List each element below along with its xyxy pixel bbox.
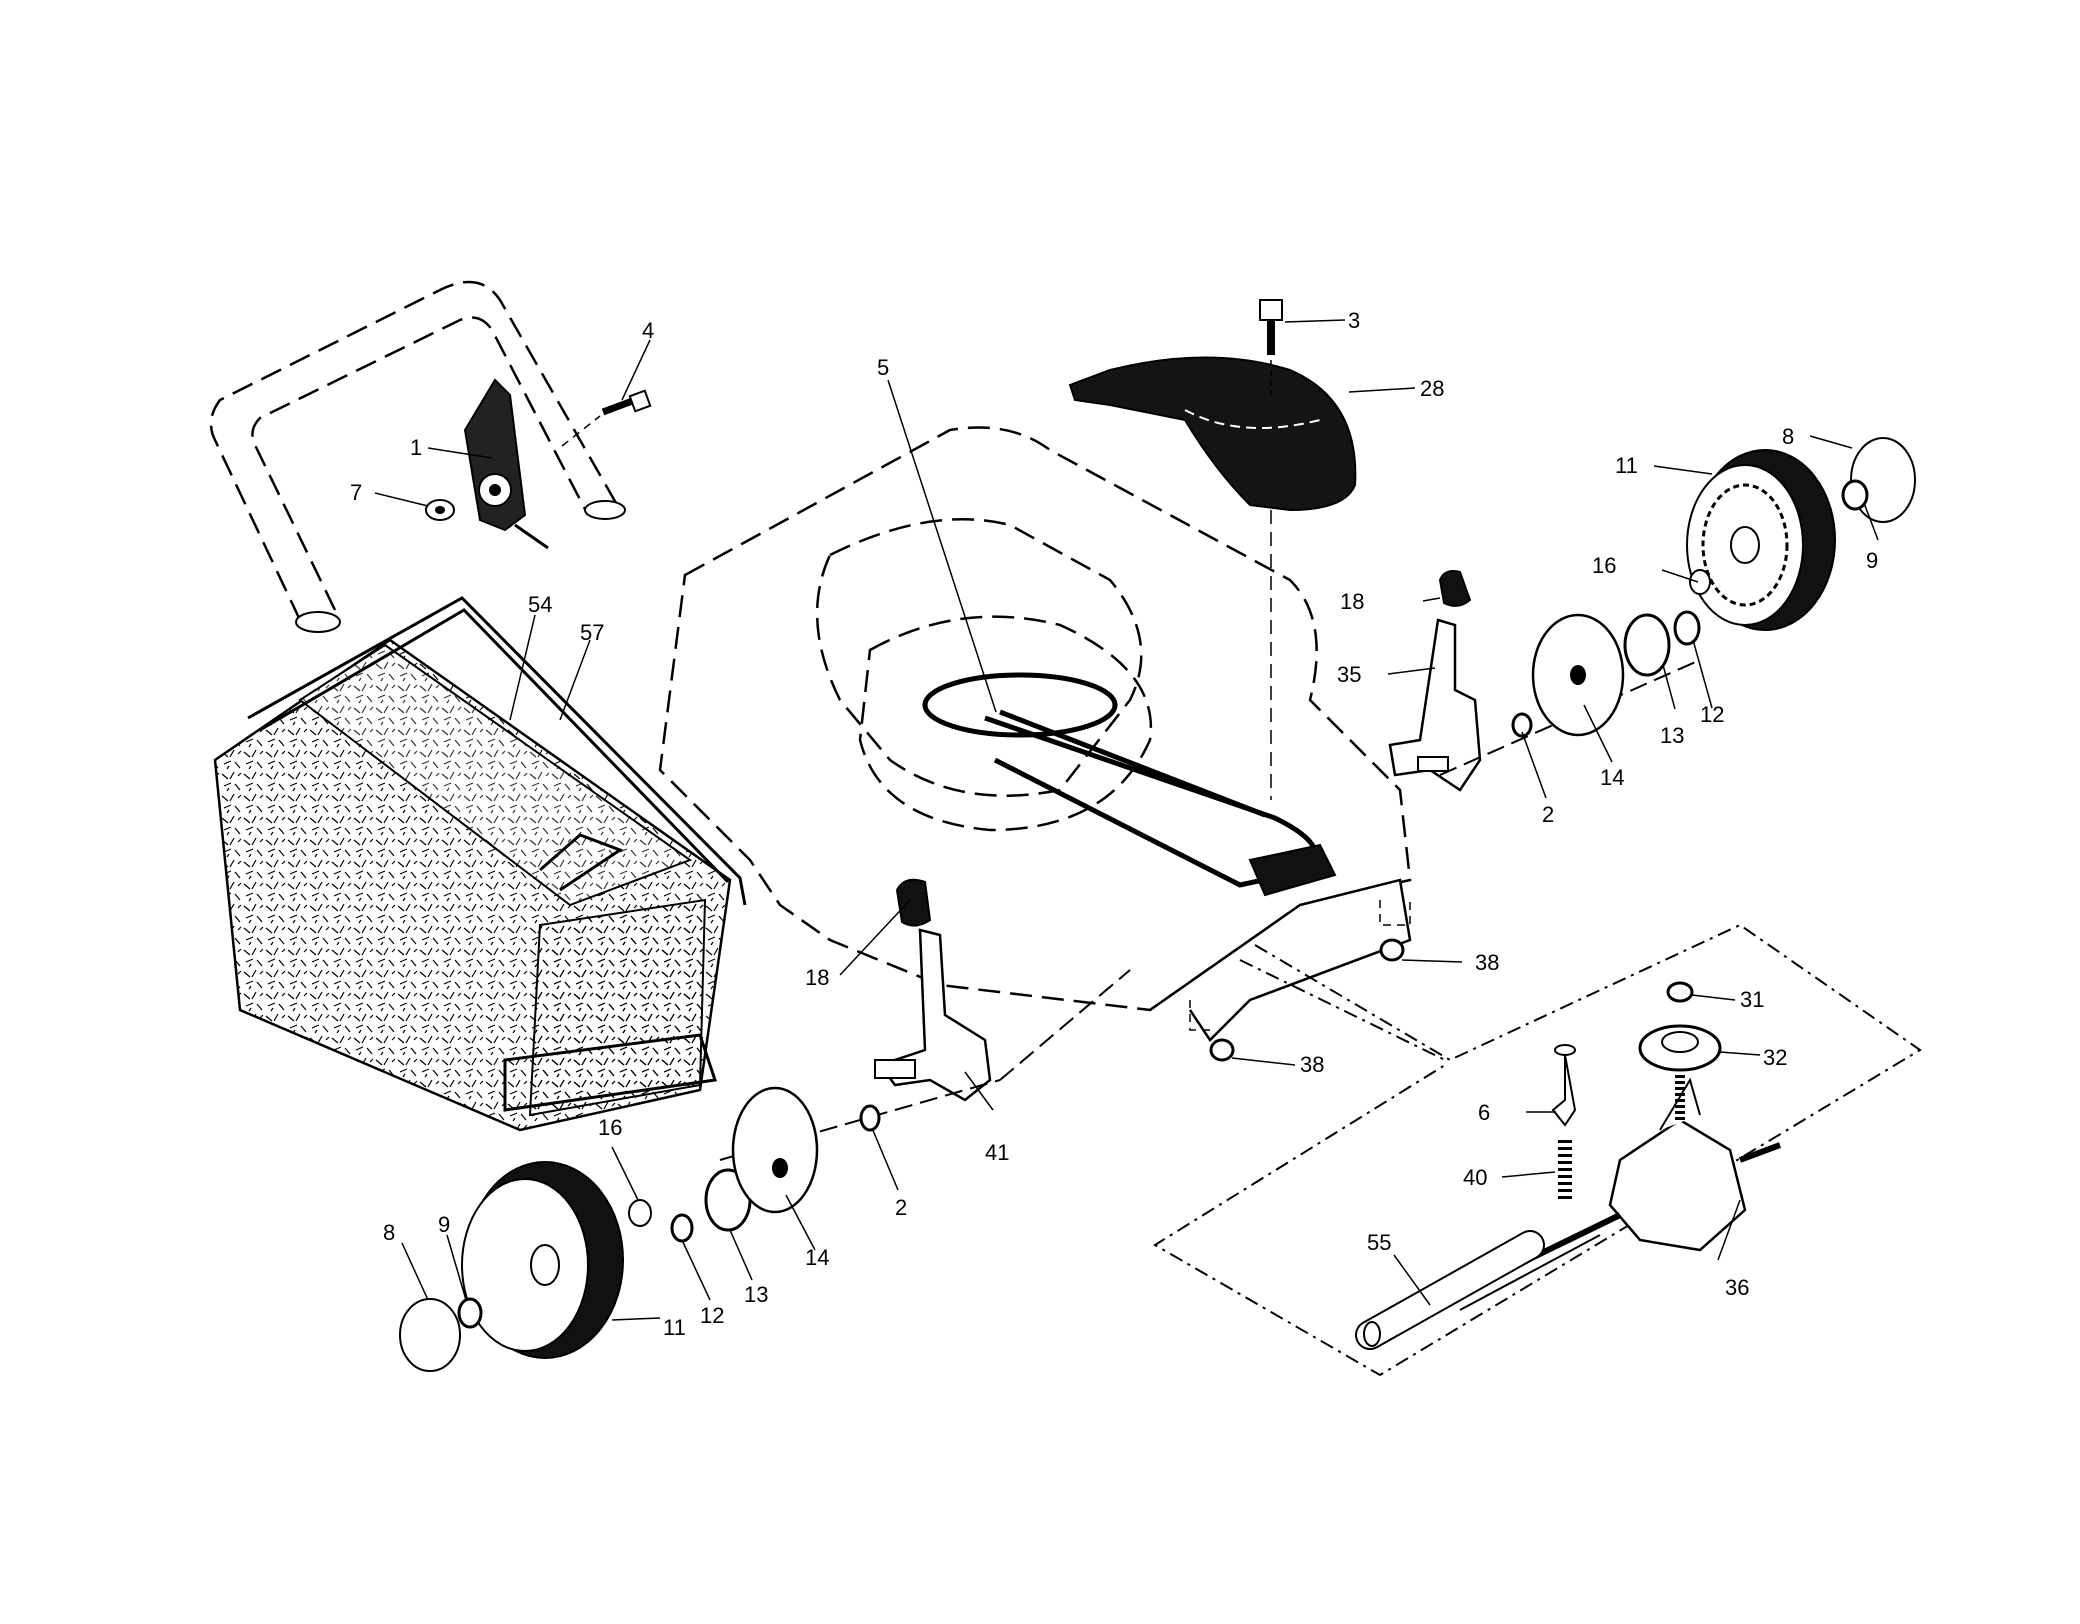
nut-38-upper [1379,938,1405,962]
nut-7 [425,499,455,521]
callout-8: 8 [383,1220,395,1245]
axle-lines [719,659,1701,1161]
pin-6 [1551,1044,1577,1127]
hub-cap-right [1850,437,1916,523]
callout-57: 57 [580,620,604,645]
height-adjuster-left [874,878,992,1102]
washer-16-left [628,1199,652,1227]
callout-36: 36 [1725,1275,1749,1300]
leader-lines [374,319,1879,1321]
nut-38-lower [1209,1038,1235,1062]
callout-18: 18 [1340,589,1364,614]
tube-55 [1355,1230,1545,1350]
washer-12-left [670,1213,694,1243]
callout-38: 38 [1300,1052,1324,1077]
bolt-3 [1259,299,1283,800]
pulley-32 [1638,1024,1722,1072]
grass-bag-frame [247,596,747,1112]
grass-bag [213,638,732,1132]
callout-12: 12 [700,1303,724,1328]
callout-11: 11 [1615,453,1638,478]
callout-1: 1 [410,435,422,460]
callout-55: 55 [1367,1230,1391,1255]
nut-38-guides [1189,900,1411,1031]
washer-2-right [1511,712,1533,738]
callout-2: 2 [895,1195,907,1220]
nut-31 [1666,981,1694,1003]
callout-14: 14 [1600,765,1624,790]
callout-14: 14 [805,1245,829,1270]
handle-outline [209,280,622,621]
callout-labels: 1 2 2 3 4 5 6 7 8 8 9 9 11 11 12 12 13 1… [350,308,1878,1340]
callout-31: 31 [1740,987,1764,1012]
callout-13: 13 [744,1282,768,1307]
callout-3: 3 [1348,308,1360,333]
callout-18: 18 [805,965,829,990]
dust-cover-14-left [731,1086,819,1214]
bolt-4 [561,389,652,447]
callout-5: 5 [877,355,889,380]
washer-2-left [859,1104,881,1132]
callout-54: 54 [528,592,552,617]
chute-deflector [1068,356,1357,512]
callout-6: 6 [1478,1100,1490,1125]
callout-28: 28 [1420,376,1444,401]
callout-12: 12 [1700,702,1724,727]
callout-8: 8 [1782,424,1794,449]
transmission-box [1153,923,1922,1377]
callout-41: 41 [985,1140,1009,1165]
callout-11: 11 [663,1315,686,1340]
nut-9-left [457,1297,483,1329]
callout-38: 38 [1475,950,1499,975]
gear-13-right [1623,613,1671,677]
handle-end-left [295,611,341,633]
callout-9: 9 [438,1212,450,1237]
washer-16-right [1689,569,1711,595]
handle-end-right [584,500,626,520]
bail-5 [922,672,1318,888]
callout-9: 9 [1866,548,1878,573]
callout-16: 16 [598,1115,622,1140]
callout-32: 32 [1763,1045,1787,1070]
washer-12-right [1673,610,1701,646]
bail-grip [1248,843,1337,897]
wheel-right [1686,449,1836,631]
chute-dash [1184,409,1321,429]
nut-9-right [1841,479,1869,511]
control-lever [463,378,549,550]
callout-16: 16 [1592,553,1616,578]
hub-cap-left [399,1298,461,1372]
callout-35: 35 [1337,662,1361,687]
callout-40: 40 [1463,1165,1487,1190]
callout-4: 4 [642,318,654,343]
callout-13: 13 [1660,723,1684,748]
callout-7: 7 [350,480,362,505]
height-adjuster-right [1388,570,1482,792]
wheel-left [461,1161,624,1359]
callout-2: 2 [1542,802,1554,827]
dust-cover-14-right [1531,613,1625,737]
